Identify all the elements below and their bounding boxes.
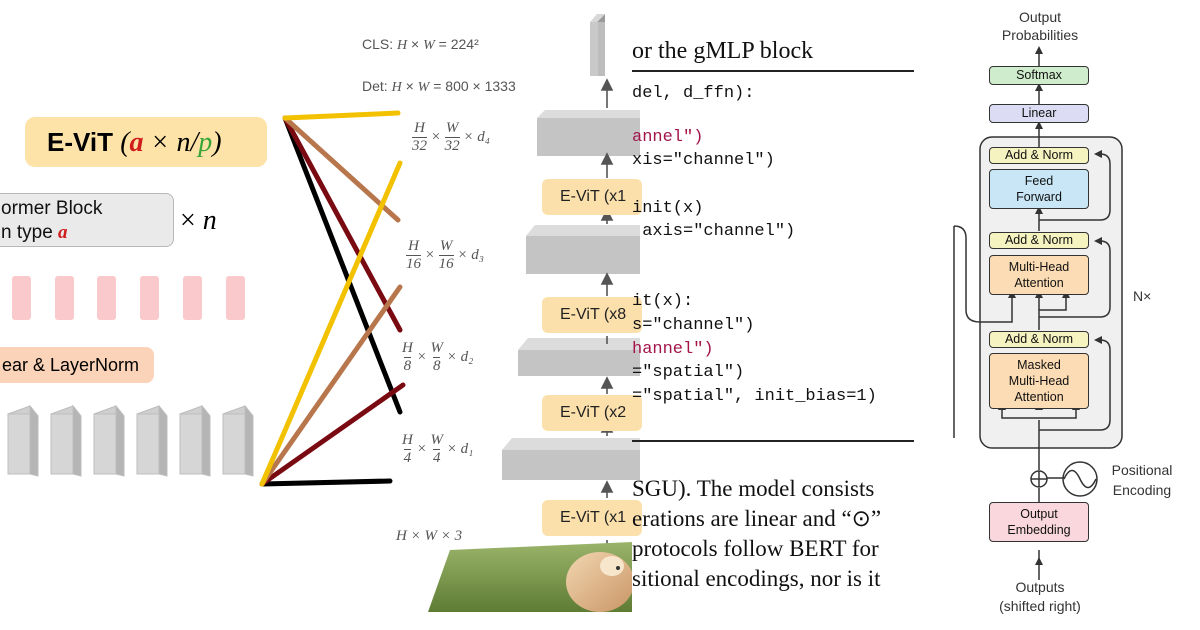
feature-slab-3	[526, 225, 640, 274]
evit-stage-1: E-ViT (x1	[542, 500, 642, 536]
patch-cube	[179, 404, 211, 477]
add-norm-box-1: Add & Norm	[989, 331, 1089, 348]
softmax-box: Softmax	[989, 66, 1089, 85]
evit-title: E-ViT	[47, 127, 113, 157]
token	[226, 276, 245, 320]
token	[140, 276, 159, 320]
arrow-up-icon	[600, 272, 614, 285]
evit-stage-4: E-ViT (x1	[542, 179, 642, 215]
output-feature-bar	[590, 14, 605, 76]
patch-cube	[222, 404, 254, 477]
n-times-label: N×	[1133, 288, 1152, 304]
linear-layernorm-box: ear & LayerNorm	[0, 347, 154, 383]
patch-cube	[136, 404, 168, 477]
code-line-10: ="spatial", init_bias=1)	[632, 387, 877, 406]
arrow-up-icon	[1035, 46, 1043, 54]
arrow-up-icon	[1035, 206, 1043, 214]
code-line-4: init(x)	[632, 199, 704, 218]
evit-stage-2: E-ViT (x2	[542, 395, 642, 431]
arrow-up-icon	[600, 78, 614, 91]
paper-line-1: SGU). The model consists	[632, 476, 875, 501]
det-label: Det: H × W = 800 × 1333	[362, 78, 516, 95]
code-line-6: it(x):	[632, 292, 694, 311]
connector-line	[282, 115, 403, 333]
token	[55, 276, 74, 320]
block-line-1: ormer Block	[1, 198, 103, 219]
add-norm-box-3: Add & Norm	[989, 147, 1089, 164]
connector-line	[282, 115, 403, 415]
code-top-rule	[632, 70, 914, 72]
linear-box: Linear	[989, 104, 1089, 123]
times-n-label: × n	[180, 205, 217, 236]
code-line-5: axis="channel")	[632, 222, 796, 241]
connector-line	[259, 284, 403, 487]
block-line-2: n type a	[1, 222, 68, 243]
token	[97, 276, 116, 320]
patch-cube	[7, 404, 39, 477]
connector-line	[259, 478, 393, 487]
code-bottom-rule	[632, 440, 914, 442]
arrow-left-icon	[1094, 150, 1102, 158]
evit-title-box: E-ViT (a × n/p)	[25, 117, 267, 167]
transformer-block-box: ormer Block n type a	[0, 193, 174, 247]
arrow-up-icon	[600, 480, 614, 493]
code-line-9: ="spatial")	[632, 363, 745, 382]
arrow-up-icon	[600, 152, 614, 165]
connector-line	[259, 382, 406, 487]
code-line-7: s="channel")	[632, 316, 755, 335]
sine-wave-icon	[1062, 461, 1098, 497]
patch-cubes	[7, 404, 254, 477]
cls-label: CLS: H × W = 224²	[362, 36, 479, 53]
input-image	[428, 542, 632, 612]
evit-stage-3: E-ViT (x8	[542, 297, 642, 333]
code-line-1: del, d_ffn):	[632, 84, 755, 103]
code-line-3: xis="channel")	[632, 151, 775, 170]
arrow-left-icon	[1094, 336, 1102, 344]
connection-lines	[259, 110, 406, 487]
paper-line-2: erations are linear and “⊙”	[632, 506, 882, 531]
add-circle-icon	[1030, 470, 1048, 488]
arrow-left-icon	[1094, 237, 1102, 245]
patch-cube	[50, 404, 82, 477]
connector-line	[282, 115, 401, 223]
patch-cube	[93, 404, 125, 477]
token	[12, 276, 31, 320]
input-size-label: H × W × 3	[396, 528, 463, 544]
add-norm-box-2: Add & Norm	[989, 232, 1089, 249]
connector-line	[282, 110, 401, 121]
feature-slab-4	[537, 110, 640, 156]
code-heading: or the gMLP block	[632, 38, 814, 64]
outputs-label: Outputs(shifted right)	[999, 579, 1081, 614]
connector-line	[259, 160, 403, 487]
pyramid-diagram	[502, 14, 640, 558]
arrow-up-icon	[600, 376, 614, 389]
evit-params: (a × n/p)	[120, 127, 222, 158]
feature-slab-2	[518, 338, 640, 376]
arrow-up-icon	[600, 208, 614, 221]
arrow-up-icon	[1035, 121, 1043, 129]
feature-slab-1	[502, 438, 640, 480]
arrow-up-icon	[1035, 83, 1043, 91]
code-line-2: annel")	[632, 128, 704, 147]
token	[183, 276, 202, 320]
code-line-8: hannel")	[632, 340, 714, 359]
paper-line-4: sitional encodings, nor is it	[632, 566, 881, 591]
paper-line-3: protocols follow BERT for	[632, 536, 879, 561]
